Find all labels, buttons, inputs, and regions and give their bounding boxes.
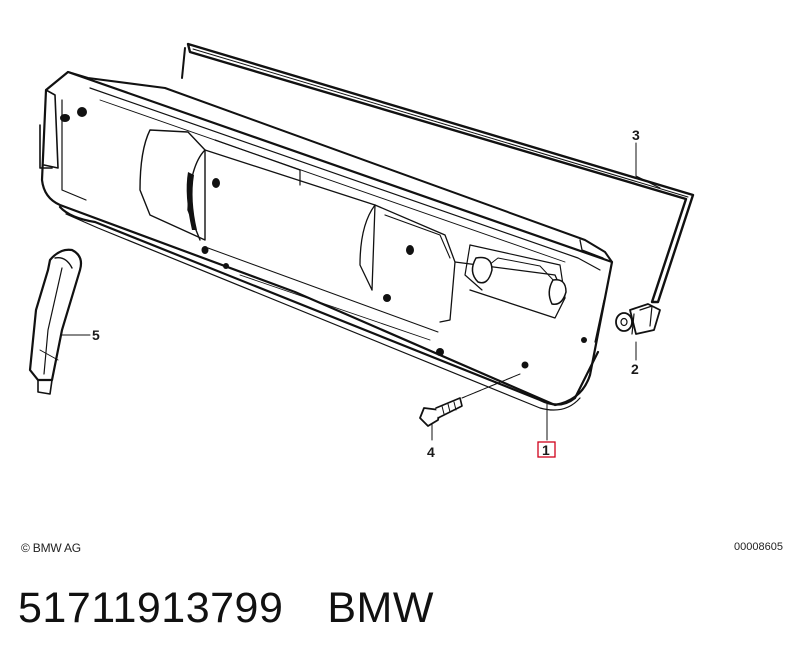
grip-part-5 — [28, 248, 83, 395]
seal-frame-part-3 — [181, 42, 695, 304]
copyright-notice: © BMW AG — [21, 541, 81, 555]
callout-4: 4 — [427, 444, 435, 460]
callout-3: 3 — [632, 127, 640, 143]
callout-2: 2 — [631, 361, 639, 377]
callout-1-highlight-box[interactable] — [537, 441, 556, 458]
part-title: 51711913799 BMW — [18, 584, 434, 633]
clip-part-2 — [615, 303, 661, 335]
diagram-number: 00008605 — [734, 541, 783, 553]
trim-panel-part-1 — [39, 70, 614, 411]
parts-diagram: 3 2 4 5 1 — [28, 42, 695, 460]
callout-1[interactable]: 1 — [542, 442, 550, 458]
part-number: 51711913799 — [18, 584, 284, 632]
leader-lines — [61, 142, 661, 441]
part-brand: BMW — [327, 584, 434, 632]
callout-5: 5 — [92, 327, 100, 343]
screw-part-4 — [419, 373, 521, 427]
